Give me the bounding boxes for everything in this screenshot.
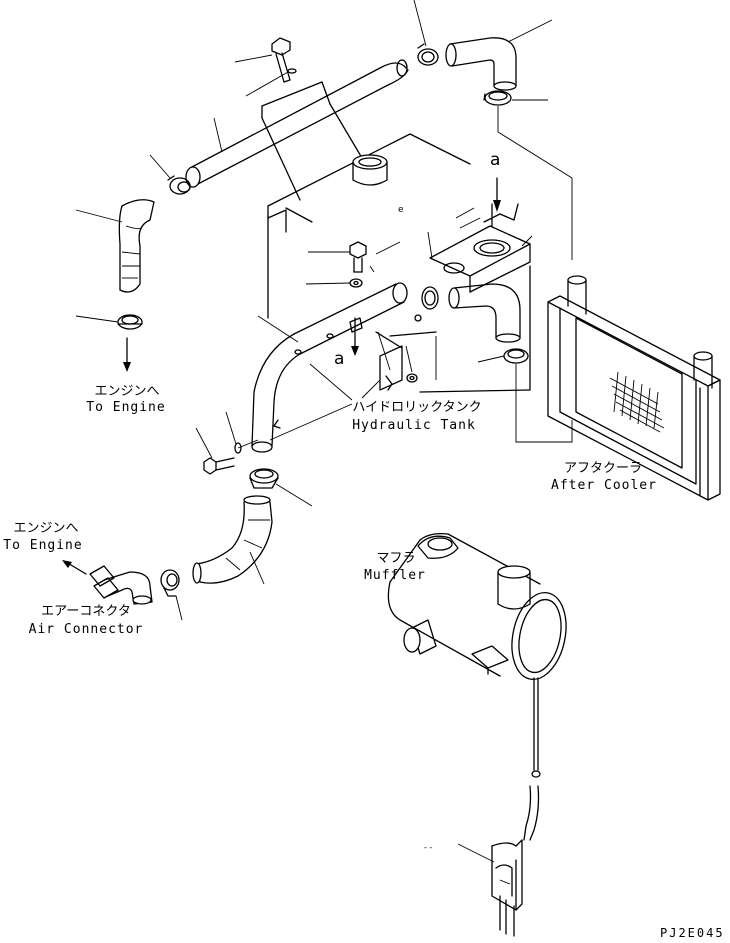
tank-filler-cap <box>352 154 388 186</box>
marker-a-mid: a <box>334 349 344 369</box>
lower-left-bolt <box>195 411 259 475</box>
upper-long-pipe <box>185 59 409 188</box>
after-cooler-en: After Cooler <box>551 478 657 493</box>
center-lower-clamp <box>249 468 313 507</box>
top-right-clamp <box>413 0 439 66</box>
hose-clamp-left-upper <box>149 154 191 195</box>
marker-a-top: a <box>490 150 500 170</box>
muffler-en: Muffler <box>364 568 426 583</box>
to-engine-left-en: To Engine <box>3 538 83 553</box>
hydraulic-tank-en: Hydraulic Tank <box>352 418 476 433</box>
lower-hose <box>192 495 273 585</box>
to-engine-upper-jp: エンジンへ <box>94 384 160 399</box>
lower-hose-clamp <box>160 569 183 621</box>
air-connector <box>62 560 153 605</box>
pipe-band <box>261 81 363 201</box>
top-bolt <box>234 37 297 97</box>
air-connector-en: Air Connector <box>28 622 144 637</box>
to-engine-upper-en: To Engine <box>86 400 166 415</box>
center-l-pipe <box>251 282 408 453</box>
hose-clamp-left-mid <box>75 314 143 372</box>
svg-text:- -: - - <box>424 843 432 852</box>
tank-bracket <box>361 331 437 399</box>
muffler <box>387 532 567 681</box>
top-right-clamp-lower <box>483 90 548 132</box>
exhaust-tube: - - <box>424 677 541 937</box>
hydraulic-tank: e <box>267 133 531 393</box>
after-cooler-jp: アフタクーラ <box>563 461 642 476</box>
mid-bolt <box>305 241 367 288</box>
drawing-code: PJ2E045 <box>660 926 725 940</box>
center-clamp <box>375 286 439 349</box>
hydraulic-tank-jp: ハイドロリックタンク <box>352 400 482 415</box>
tank-valve-block <box>427 203 533 293</box>
tank-cooler-clamp <box>477 348 573 443</box>
svg-text:e: e <box>398 205 404 215</box>
muffler-jp: マフラ <box>376 551 416 566</box>
after-cooler <box>547 275 721 501</box>
top-right-elbow-hose <box>445 19 553 91</box>
tank-cooler-hose <box>448 283 521 343</box>
to-engine-left-jp: エンジンへ <box>13 521 79 536</box>
left-upper-hose <box>75 199 155 293</box>
air-connector-jp: エアーコネクタ <box>41 604 131 619</box>
